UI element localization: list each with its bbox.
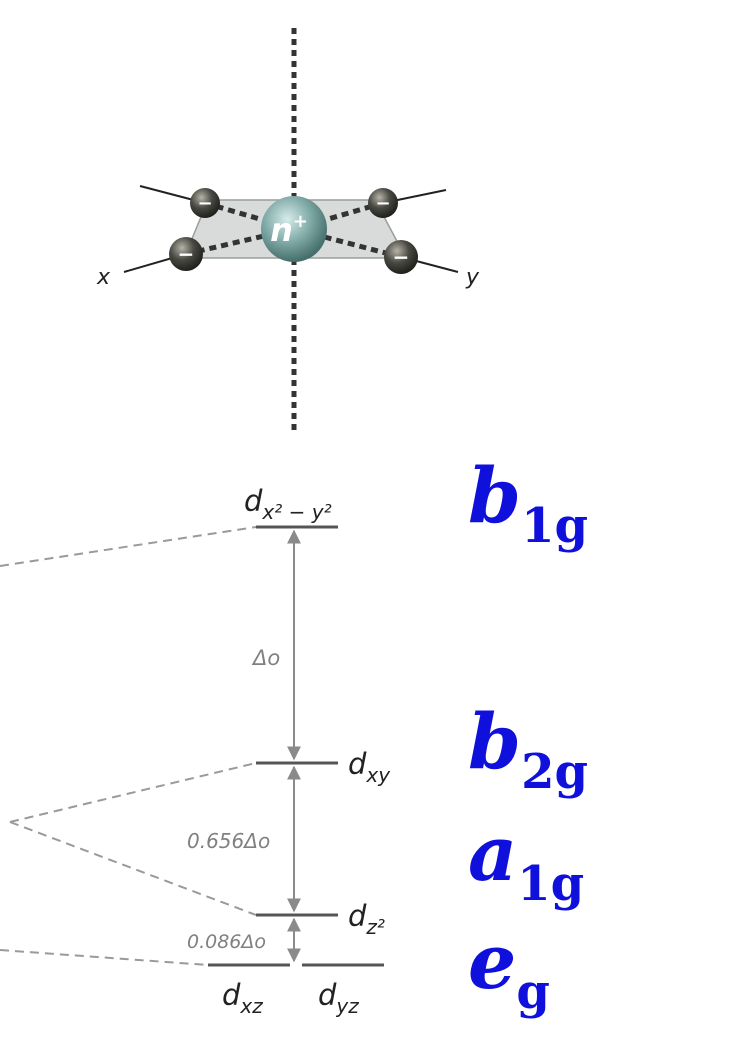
symmetry-label-eg: eg: [468, 917, 550, 1020]
correlation-line-eg: [0, 949, 209, 966]
symmetry-label-a1g: a1g: [468, 809, 584, 912]
orbital-label-dxz: dxz: [222, 978, 263, 1018]
svg-text:n+: n+: [270, 211, 308, 249]
ion-charge: +: [293, 211, 308, 232]
symmetry-label-b2g: b2g: [468, 697, 588, 800]
orbital-label-dz2: dz²: [348, 899, 385, 939]
ligand-front-right: −: [384, 240, 418, 274]
axis-y-label: y: [465, 265, 480, 290]
ligand-back-right: −: [368, 188, 398, 218]
energy-levels: [208, 525, 384, 967]
svg-text:−: −: [393, 245, 410, 269]
ligand-back-left: −: [190, 188, 220, 218]
gap-label-0656: 0.656Δo: [187, 829, 270, 853]
dashed-bond-2: [185, 226, 295, 257]
orbital-label-dxy: dxy: [348, 747, 391, 787]
svg-text:−: −: [375, 193, 390, 214]
symmetry-label-b1g: b1g: [468, 451, 588, 554]
svg-text:−: −: [197, 193, 212, 214]
orbital-label-dyz: dyz: [318, 978, 359, 1018]
gap-label-0086: 0.086Δo: [187, 931, 266, 953]
svg-text:−: −: [178, 242, 195, 266]
correlation-line-b1g: [0, 526, 257, 567]
ligand-front-left: −: [169, 237, 203, 271]
square-planar-complex: − − − − n+ x y: [96, 28, 480, 432]
axis-x-label: x: [96, 265, 111, 290]
metal-ion: n+: [261, 196, 327, 262]
correlation-line-b2g: [9, 762, 257, 823]
dashed-bond-4: [293, 226, 402, 260]
correlation-lines: [0, 526, 257, 966]
ion-label: n: [270, 211, 293, 249]
gap-label-delta-o: Δo: [251, 646, 280, 670]
orbital-label-dx2y2: dx² − y²: [244, 484, 332, 524]
